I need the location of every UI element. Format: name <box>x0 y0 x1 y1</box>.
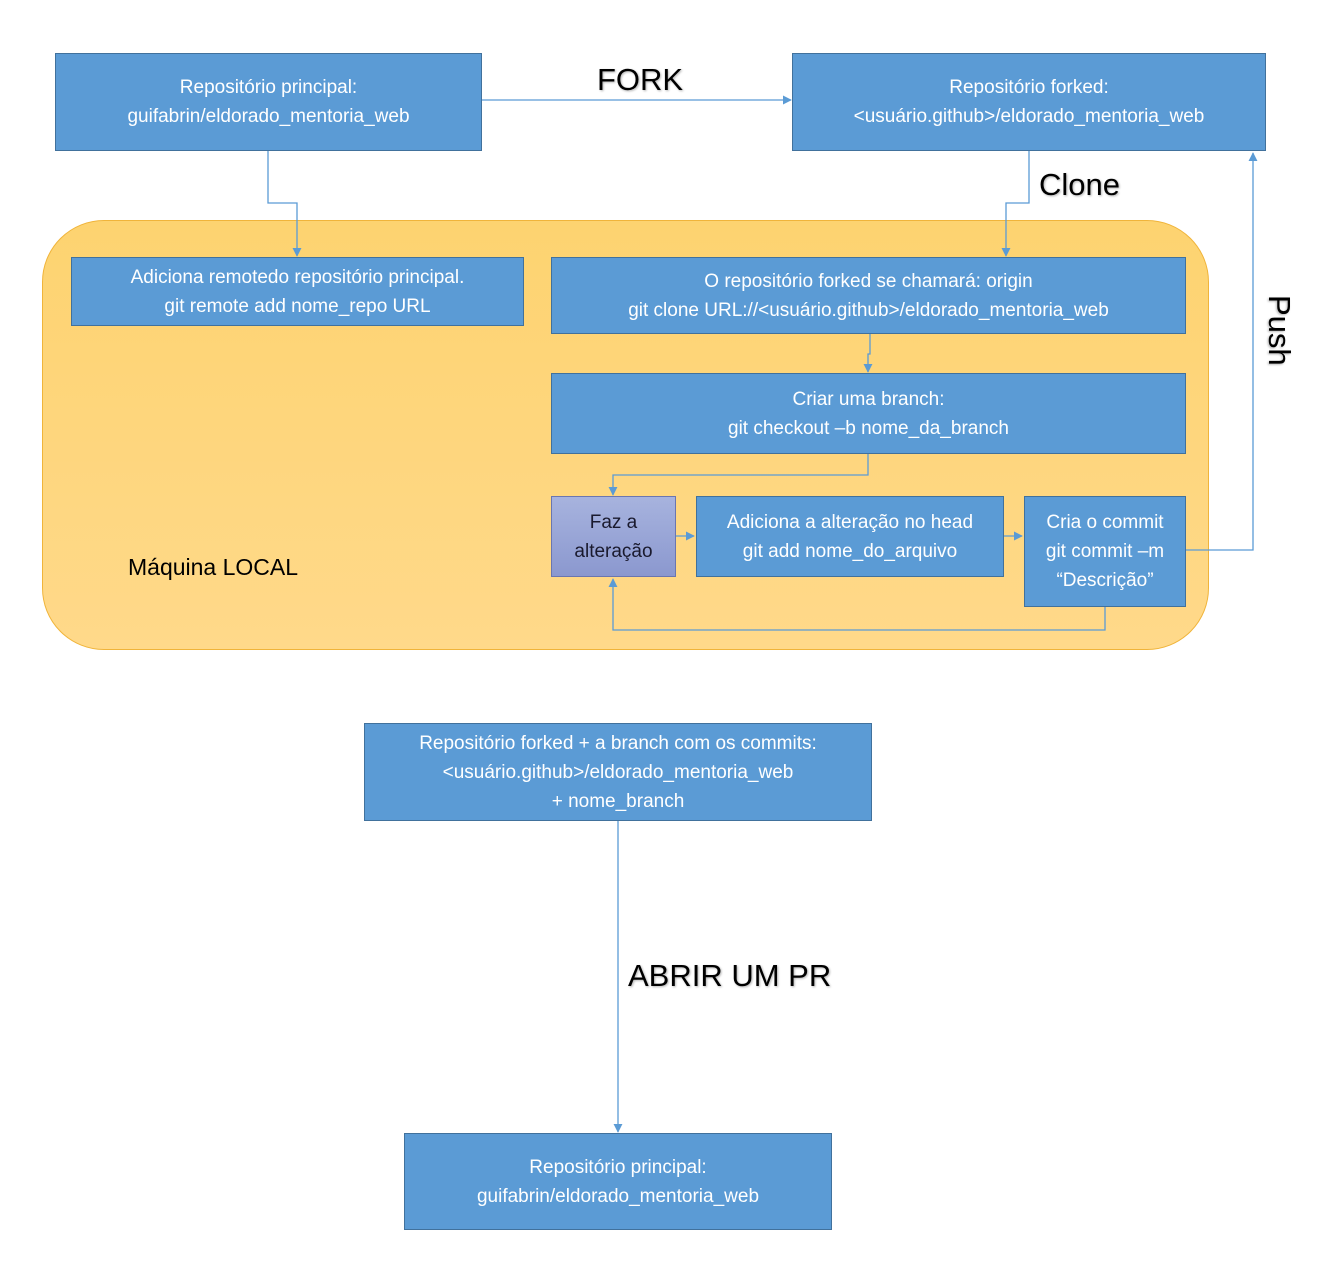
box-line: git remote add nome_repo URL <box>164 295 431 317</box>
box-line: Repositório principal: <box>179 77 358 98</box>
box-line: <usuário.github>/eldorado_mentoria_web <box>853 106 1205 127</box>
box-line: <usuário.github>/eldorado_mentoria_web <box>442 761 794 783</box>
open-pr-label: ABRIR UM PR <box>628 958 832 993</box>
box-line: Adiciona a alteração no head <box>726 511 974 533</box>
box-line: Repositório principal: <box>529 1156 707 1178</box>
box-line: git clone URL://<usuário.github>/eldorad… <box>628 299 1109 321</box>
git-commit-box: Cria o commit git commit –m “Descrição” <box>1024 496 1186 607</box>
box-line: git add nome_do_arquivo <box>742 540 958 562</box>
push-label: Push <box>1262 295 1297 366</box>
add-remote-box: Adiciona remotedo repositório principal.… <box>71 257 524 326</box>
local-machine-label: Máquina LOCAL <box>128 554 299 580</box>
make-change-box: Faz a alteração <box>551 496 676 577</box>
main-repo-box: Repositório principal: guifabrin/eldorad… <box>55 53 482 151</box>
box-line: + nome_branch <box>551 790 685 812</box>
box-line: Cria o commit <box>1046 512 1164 533</box>
box-line: Faz a <box>589 511 638 533</box>
clone-label: Clone <box>1039 167 1120 202</box>
fork-label: FORK <box>597 62 684 97</box>
box-line: git checkout –b nome_da_branch <box>728 417 1009 439</box>
box-line: Repositório forked + a branch com os com… <box>419 732 817 754</box>
forked-branch-box: Repositório forked + a branch com os com… <box>364 723 872 821</box>
box-line: guifabrin/eldorado_mentoria_web <box>127 106 410 127</box>
box-line: Adiciona remotedo repositório principal. <box>130 266 465 288</box>
forked-repo-box: Repositório forked: <usuário.github>/eld… <box>792 53 1266 151</box>
git-add-box: Adiciona a alteração no head git add nom… <box>696 496 1004 577</box>
box-line: alteração <box>574 540 653 562</box>
box-line: git commit –m <box>1045 541 1165 562</box>
box-line: “Descrição” <box>1056 570 1154 591</box>
clone-origin-box: O repositório forked se chamará: origin … <box>551 257 1186 334</box>
box-line: Repositório forked: <box>949 77 1109 98</box>
main-repo-target-box: Repositório principal: guifabrin/eldorad… <box>404 1133 832 1230</box>
box-line: guifabrin/eldorado_mentoria_web <box>476 1185 760 1207</box>
create-branch-box: Criar uma branch: git checkout –b nome_d… <box>551 373 1186 454</box>
box-line: O repositório forked se chamará: origin <box>704 270 1033 292</box>
box-line: Criar uma branch: <box>792 388 945 410</box>
